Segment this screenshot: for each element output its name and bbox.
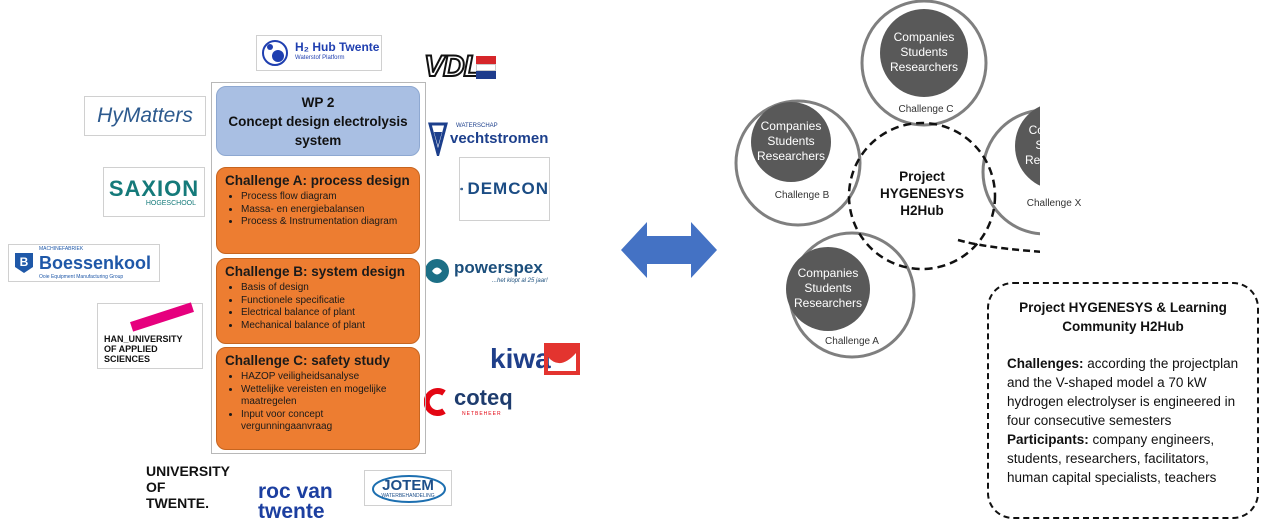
challenge-b-box: Challenge B: system design Basis of desi… bbox=[216, 258, 420, 344]
project-center-circle bbox=[847, 121, 997, 271]
callout-challenges: Challenges: according the projectplan an… bbox=[1007, 354, 1239, 430]
h2hub-logo: H₂ Hub Twente Waterstof Platform bbox=[256, 35, 382, 71]
challenge-b-list: Basis of design Functionele specificatie… bbox=[225, 282, 411, 332]
challenge-c-label: Challenge C bbox=[898, 104, 954, 115]
h2hub-title: H₂ Hub Twente bbox=[295, 40, 380, 54]
vdl-text: VDL bbox=[423, 49, 483, 84]
callout-challenges-text: according the projectplan and the V-shap… bbox=[1007, 356, 1239, 428]
kiwa-text: kiwa bbox=[490, 343, 551, 374]
vdl-logo: VDL bbox=[423, 49, 496, 86]
powerspex-main: powerspex bbox=[454, 258, 543, 277]
boessenkool-main: Boessenkool bbox=[39, 253, 152, 273]
jotem-sub: WATERBEHANDELING bbox=[381, 492, 435, 499]
hymatters-text: HyMatters bbox=[97, 104, 193, 127]
coteq-logo: coteq NETBEHEER bbox=[424, 385, 524, 419]
callout-participants-label: Participants: bbox=[1007, 432, 1089, 447]
challenge-b-inner-text: Companies Students Researchers bbox=[756, 119, 826, 163]
list-item: Massa- en energiebalansen bbox=[241, 204, 411, 217]
jotem-logo: JOTEM WATERBEHANDELING bbox=[364, 470, 452, 506]
challenge-b-inner bbox=[751, 102, 831, 182]
demcon-text: DEMCON bbox=[467, 179, 549, 198]
boessenkool-logo: B MACHINEFABRIEK Boessenkool Ooie Equipm… bbox=[8, 244, 160, 282]
list-item: Process & Instrumentation diagram bbox=[241, 216, 411, 229]
challenge-c-inner bbox=[880, 9, 968, 97]
coteq-sub: NETBEHEER bbox=[462, 411, 502, 417]
list-item: Wettelijke vereisten en mogelijke maatre… bbox=[241, 384, 411, 409]
challenge-c-title: Challenge C: safety study bbox=[225, 353, 391, 368]
kiwa-logo: kiwa bbox=[490, 343, 590, 377]
wp-header-line1: WP 2 bbox=[301, 95, 335, 110]
challenge-x-inner bbox=[1015, 106, 1040, 186]
roc-line1: roc van bbox=[258, 480, 333, 503]
project-center-label: Project HYGENESYS H2Hub bbox=[879, 169, 965, 218]
hygenesys-diagram bbox=[734, 0, 1040, 359]
wp-header-line3: system bbox=[294, 133, 342, 148]
coteq-mark bbox=[424, 388, 446, 416]
double-arrow-icon bbox=[621, 222, 717, 278]
h2hub-subtitle: Waterstof Platform bbox=[295, 55, 345, 61]
list-item: Electrical balance of plant bbox=[241, 307, 411, 320]
boessenkool-mark: B bbox=[15, 253, 33, 273]
utwente-line2: OF TWENTE. bbox=[146, 479, 209, 511]
challenge-a-inner-text: Companies Students Researchers bbox=[793, 266, 863, 310]
list-item: Process flow diagram bbox=[241, 191, 411, 204]
challenge-a-inner bbox=[786, 247, 870, 331]
vechtstromen-small: WATERSCHAP bbox=[456, 123, 498, 129]
vechtstromen-main: vechtstromen bbox=[450, 130, 549, 147]
wp-frame bbox=[211, 82, 426, 454]
project-callout: Project HYGENESYS & Learning Community H… bbox=[987, 282, 1259, 519]
challenge-x-inner-text: Companies Students Researchers bbox=[1024, 123, 1094, 167]
vechtstromen-mark bbox=[428, 122, 448, 156]
list-item: Mechanical balance of plant bbox=[241, 320, 411, 333]
challenge-c-box: Challenge C: safety study HAZOP veilighe… bbox=[216, 347, 420, 450]
jotem-swoosh-icon bbox=[372, 475, 446, 503]
list-item: Functionele specificatie bbox=[241, 295, 411, 308]
challenge-c-list: HAZOP veiligheidsanalyse Wettelijke vere… bbox=[225, 371, 411, 434]
challenge-a-box: Challenge A: process design Process flow… bbox=[216, 167, 420, 254]
roc-logo: roc van twente bbox=[258, 480, 348, 524]
boessenkool-sub: Ooie Equipment Manufacturing Group bbox=[39, 274, 124, 280]
challenge-c-inner-text: Companies Students Researchers bbox=[889, 30, 959, 74]
challenge-b-label: Challenge B bbox=[774, 190, 830, 201]
boessenkool-small: MACHINEFABRIEK bbox=[39, 246, 84, 252]
han-bar bbox=[130, 302, 194, 332]
challenge-a-label: Challenge A bbox=[825, 336, 879, 347]
callout-participants-text: company engineers, students, researchers… bbox=[1007, 432, 1217, 485]
saxion-sub: HOGESCHOOL bbox=[145, 199, 196, 207]
hymatters-logo: HyMatters bbox=[84, 96, 206, 136]
coteq-main: coteq bbox=[454, 385, 513, 410]
challenge-x-label: Challenge X bbox=[1026, 198, 1082, 209]
list-item: Input voor concept vergunningaanvraag bbox=[241, 409, 411, 434]
han-logo: HAN_UNIVERSITY OF APPLIED SCIENCES bbox=[97, 302, 203, 369]
svg-text:B: B bbox=[20, 255, 29, 269]
callout-challenges-label: Challenges: bbox=[1007, 356, 1084, 371]
wp-header: WP 2 Concept design electrolysis system bbox=[216, 86, 420, 156]
wp-header-line2: Concept design electrolysis bbox=[228, 114, 408, 129]
saxion-logo: SAXION HOGESCHOOL bbox=[103, 167, 205, 217]
powerspex-mark bbox=[425, 259, 449, 283]
demcon-mark bbox=[460, 187, 464, 191]
h2hub-logo-mark bbox=[262, 40, 288, 66]
saxion-text: SAXION bbox=[108, 175, 200, 201]
demcon-logo: DEMCON bbox=[459, 157, 550, 221]
han-line2: OF APPLIED SCIENCES bbox=[104, 344, 158, 364]
challenge-b-title: Challenge B: system design bbox=[225, 264, 406, 279]
callout-connector bbox=[957, 238, 1040, 253]
utwente-logo: UNIVERSITY OF TWENTE. bbox=[146, 463, 231, 511]
powerspex-sub: ...het klopt al 25 jaar! bbox=[492, 278, 548, 284]
kiwa-wave-icon bbox=[544, 343, 580, 375]
powerspex-logo: powerspex ...het klopt al 25 jaar! bbox=[424, 256, 552, 290]
callout-title: Project HYGENESYS & Learning Community H… bbox=[1019, 300, 1227, 334]
callout-participants: Participants: company engineers, student… bbox=[1007, 430, 1239, 487]
list-item: Basis of design bbox=[241, 282, 411, 295]
challenge-a-title: Challenge A: process design bbox=[225, 173, 410, 188]
han-line1: HAN_UNIVERSITY bbox=[104, 334, 183, 344]
challenge-a-list: Process flow diagram Massa- en energieba… bbox=[225, 191, 411, 229]
roc-line2: twente bbox=[258, 500, 325, 523]
jotem-main: JOTEM bbox=[382, 476, 434, 494]
list-item: HAZOP veiligheidsanalyse bbox=[241, 371, 411, 384]
utwente-line1: UNIVERSITY bbox=[146, 463, 231, 479]
vechtstromen-logo: WATERSCHAP vechtstromen bbox=[428, 120, 549, 158]
